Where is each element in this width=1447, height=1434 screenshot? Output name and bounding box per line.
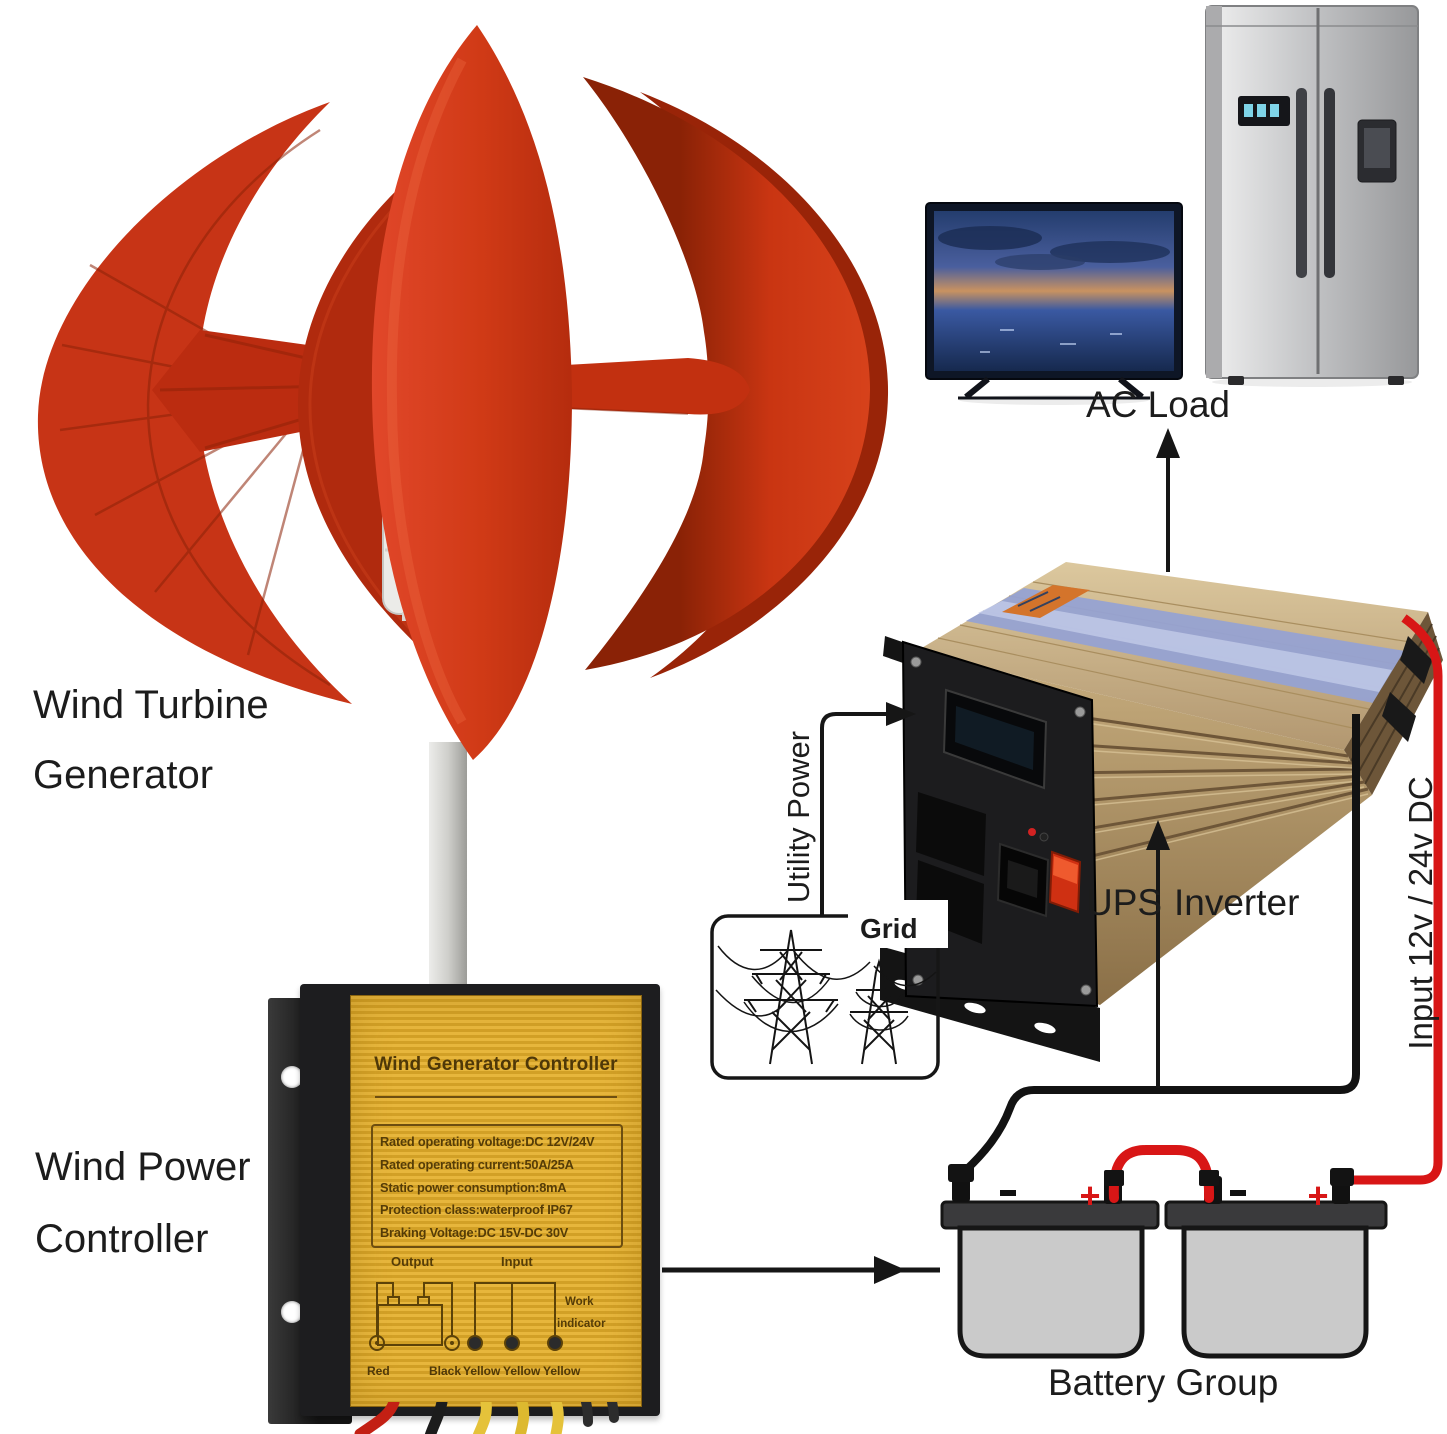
battery-left — [940, 1176, 1160, 1359]
bracket-hole-bottom — [281, 1301, 303, 1323]
controller-spec-line: Rated operating voltage:DC 12V/24V — [380, 1134, 595, 1149]
wind-turbine-graphic — [37, 25, 889, 1004]
controller-spec-box: Rated operating voltage:DC 12V/24V Rated… — [371, 1124, 623, 1248]
controller-gold-faceplate: Wind Generator Controller Rated operatin… — [350, 995, 642, 1407]
fridge-handle-left — [1296, 88, 1307, 278]
controller-output-wires — [354, 1402, 619, 1434]
controller-title: Wind Generator Controller — [374, 1054, 618, 1075]
power-lines — [715, 945, 937, 1033]
inverter-label-sticker — [1002, 585, 1090, 618]
tv-graphic — [925, 202, 1183, 405]
battery-right — [1164, 1176, 1388, 1359]
label-wind-power-line1: Wind Power — [35, 1145, 251, 1189]
controller-wire-label-red: Red — [367, 1364, 390, 1378]
turbine-arm-right — [548, 358, 750, 415]
controller-wire-label-yellow2: Yellow — [503, 1364, 541, 1378]
controller-indicator-label: indicator — [557, 1318, 606, 1330]
label-wind-turbine-line2: Generator — [33, 753, 214, 797]
label-utility-power: Utility Power — [781, 730, 816, 904]
turbine-blade-center — [371, 25, 572, 760]
label-battery-group: Battery Group — [1048, 1362, 1279, 1403]
turbine-pole — [429, 742, 467, 1004]
label-ups: UPS — [1086, 882, 1163, 923]
label-wind-turbine-line1: Wind Turbine — [33, 683, 269, 727]
bracket-hole-top — [281, 1066, 303, 1088]
battery-plus-sign-right: + — [1307, 1175, 1328, 1216]
controller-title-rule — [375, 1096, 617, 1098]
transmission-tower-left — [744, 929, 838, 1065]
controller-work-label: Work — [565, 1296, 594, 1308]
ups-inverter-graphic — [880, 562, 1443, 1062]
label-inverter: Inverter — [1174, 882, 1300, 923]
refrigerator-graphic — [1205, 5, 1419, 387]
arrow-ups-inverter — [1146, 820, 1170, 1088]
wire-black-inverter-to-battery — [963, 714, 1360, 1173]
turbine-blade-right-outer — [640, 92, 889, 678]
controller-input-label: Input — [501, 1254, 533, 1269]
battery-plus-sign-left: + — [1079, 1175, 1100, 1216]
arrow-controller-to-battery — [662, 1256, 940, 1284]
battery-jumper-cable — [1108, 1145, 1215, 1203]
arrow-ac-load — [1156, 428, 1180, 572]
controller-spec-line: Rated operating current:50A/25A — [380, 1156, 574, 1172]
battery-group-graphic: + + — [940, 1145, 1388, 1359]
controller-output-label: Output — [391, 1254, 434, 1269]
label-wind-power-line2: Controller — [35, 1217, 209, 1261]
controller-wire-label-yellow3: Yellow — [543, 1364, 581, 1378]
controller-spec-line: Static power consumption:8mA — [380, 1179, 567, 1195]
transmission-tower-right — [850, 958, 908, 1065]
arrow-utility-power — [820, 702, 916, 916]
controller-wire-label-black: Black — [429, 1364, 462, 1378]
wind-power-controller-graphic: Wind Generator Controller Rated operatin… — [268, 984, 660, 1434]
grid-sketch — [710, 900, 948, 1080]
controller-wire-label-yellow1: Yellow — [463, 1364, 501, 1378]
wire-red-inverter-to-battery — [1342, 614, 1443, 1185]
fridge-handle-right — [1324, 88, 1335, 278]
controller-spec-line: Protection class:waterproof IP67 — [380, 1202, 573, 1218]
controller-spec-line: Braking Voltage:DC 15V-DC 30V — [380, 1225, 569, 1241]
label-ac-load: AC Load — [1086, 384, 1230, 425]
label-grid: Grid — [860, 913, 918, 944]
controller-terminal-schematic — [369, 1282, 563, 1351]
label-input-dc: Input 12v / 24v DC — [1402, 776, 1439, 1050]
